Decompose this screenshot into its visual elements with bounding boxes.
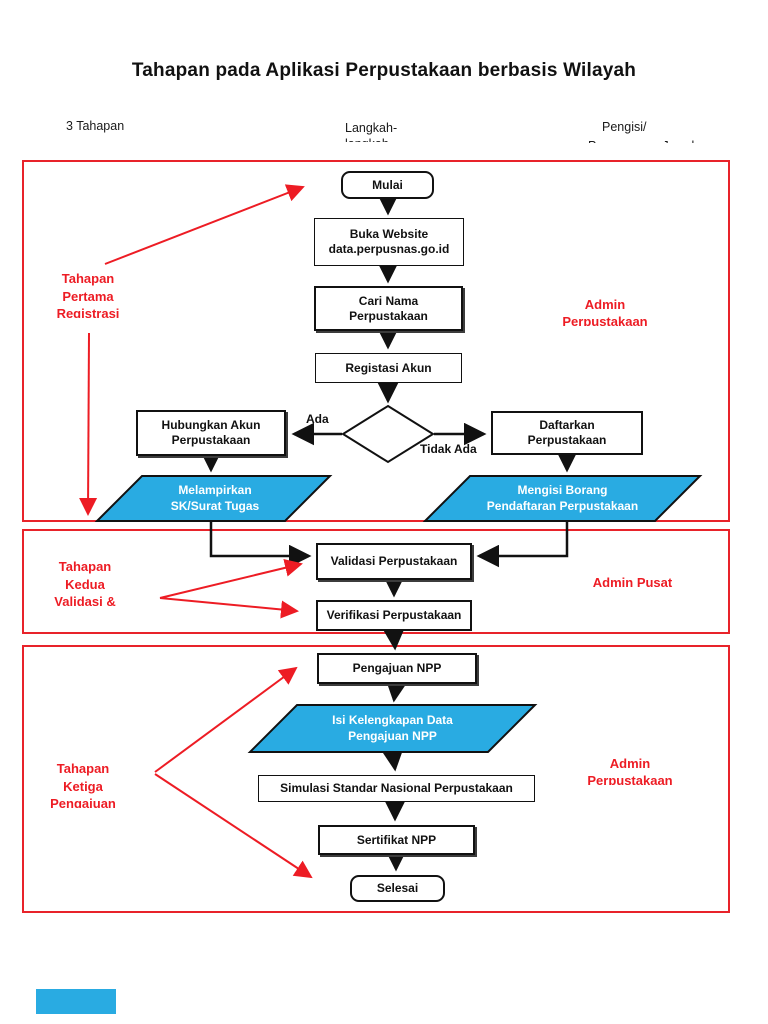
flow-node-registasi-akun: Registasi Akun xyxy=(315,353,462,383)
simulasi-label: Simulasi Standar Nasional Perpustakaan xyxy=(280,781,513,795)
column-header-steps: Langkah- xyxy=(345,121,398,135)
branch-label-ada: Ada xyxy=(306,412,329,426)
hubungkan-akun-label: Hubungkan Akun Perpustakaan xyxy=(161,418,261,447)
actor-label-first: Admin Perpustakaan xyxy=(562,297,648,326)
sertifikat-npp-label: Sertifikat NPP xyxy=(356,832,437,847)
flow-node-hubungkan-akun: Hubungkan Akun Perpustakaan xyxy=(136,410,286,456)
flow-node-validasi: Validasi Perpustakaan xyxy=(316,543,472,580)
flow-node-mulai: Mulai xyxy=(341,171,434,199)
column-header-filler: Pengisi/ xyxy=(602,120,647,134)
flow-node-pengajuan-npp: Pengajuan NPP xyxy=(317,653,477,684)
flow-node-simulasi: Simulasi Standar Nasional Perpustakaan xyxy=(258,775,535,802)
flow-node-buka-website: Buka Website data.perpusnas.go.id xyxy=(314,218,464,266)
column-header-filler-clipped: Penanggung Jawab xyxy=(588,139,708,143)
buka-website-url: data.perpusnas.go.id xyxy=(328,242,450,256)
column-header-steps-clipped: langkah xyxy=(345,137,415,142)
flow-node-sertifikat-npp: Sertifikat NPP xyxy=(318,825,475,855)
column-header-stages: 3 Tahapan xyxy=(66,119,125,133)
actor-label-second: Admin Pusat xyxy=(592,575,673,590)
flow-node-selesai: Selesai xyxy=(350,875,445,902)
flow-node-verifikasi: Verifikasi Perpustakaan xyxy=(316,600,472,631)
stage-label-first: Tahapan Pertama Registrasi xyxy=(56,271,120,318)
section-frame-second-stage xyxy=(22,529,730,634)
branch-label-tidak-ada: Tidak Ada xyxy=(420,442,477,456)
registasi-akun-label: Registasi Akun xyxy=(345,360,432,375)
stage-label-third: Tahapan Ketiga Pengajuan xyxy=(50,761,116,808)
stage-label-second: Tahapan Kedua Validasi & xyxy=(54,559,116,606)
daftarkan-label: Daftarkan Perpustakaan xyxy=(527,418,607,447)
flow-node-cari-nama: Cari Nama Perpustakaan xyxy=(314,286,463,331)
pengajuan-npp-label: Pengajuan NPP xyxy=(352,661,442,675)
flow-node-mulai-label: Mulai xyxy=(372,177,403,192)
page-title: Tahapan pada Aplikasi Perpustakaan berba… xyxy=(131,60,637,81)
verifikasi-label: Verifikasi Perpustakaan xyxy=(326,608,462,622)
cari-nama-label: Cari Nama Perpustakaan xyxy=(349,293,428,323)
footer-highlight-bar xyxy=(36,989,116,1014)
section-frame-first-stage xyxy=(22,160,730,522)
buka-website-line1: Buka Website xyxy=(349,227,429,241)
selesai-label: Selesai xyxy=(376,881,419,895)
validasi-label: Validasi Perpustakaan xyxy=(330,554,458,568)
flow-node-daftarkan: Daftarkan Perpustakaan xyxy=(491,411,643,455)
section-frame-third-stage xyxy=(22,645,730,913)
actor-label-third: Admin Perpustakaan xyxy=(587,756,673,785)
